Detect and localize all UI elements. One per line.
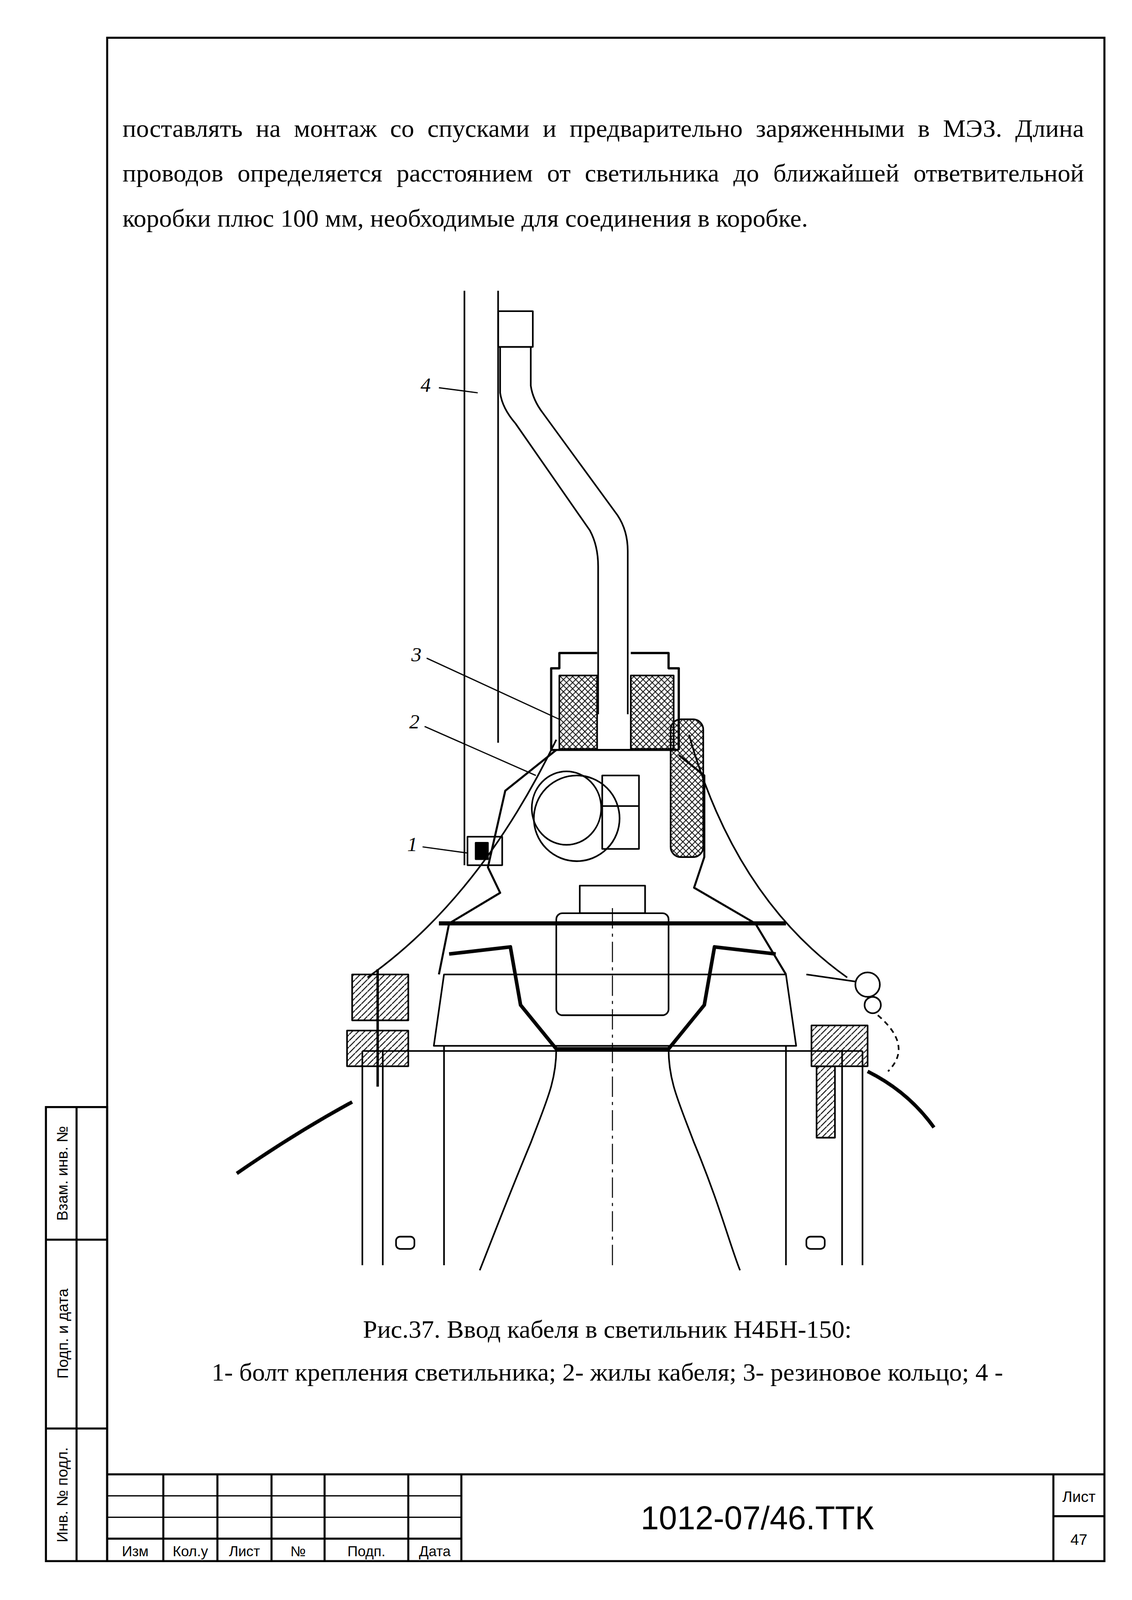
pin (806, 974, 856, 982)
terminal (602, 775, 640, 850)
glass-edge (381, 1051, 384, 1266)
title-block-line (270, 1475, 273, 1562)
title-block-line (323, 1475, 326, 1562)
canopy-outline (367, 740, 557, 978)
callout-number: 3 (406, 641, 427, 668)
stamp-divider (46, 1239, 108, 1242)
title-block-cell: № (271, 1540, 325, 1562)
gland-nut (551, 653, 679, 751)
chain-ring (864, 997, 882, 1014)
bulb (668, 1049, 741, 1271)
body-outline (438, 750, 557, 975)
center-line (611, 908, 613, 1271)
title-block-line (216, 1475, 219, 1562)
title-block-cell: Кол.у (163, 1540, 218, 1562)
stamp-label: Инв. № подл. (46, 1429, 76, 1562)
glass-edge (841, 1051, 844, 1266)
sheet-number: 47 (1053, 1518, 1105, 1562)
glass-edge (443, 1046, 445, 1266)
pole-edge (497, 291, 500, 744)
sheet-label: Лист (1053, 1476, 1105, 1517)
cable-sleeve (498, 311, 533, 347)
cable-edge (500, 347, 599, 715)
body-text: поставлять на монтаж со спусками и предв… (122, 106, 1084, 241)
stamp-column (46, 1107, 108, 1562)
leader-line (426, 658, 560, 720)
stamp-divider (75, 1107, 78, 1562)
clamp-bolt (376, 969, 379, 1087)
clamp (352, 974, 409, 1021)
pole-edge (463, 291, 466, 866)
document-code: 1012-07/46.ТТК (461, 1476, 1054, 1562)
figure-legend: 1- болт крепления светильника; 2- жилы к… (117, 1355, 1098, 1391)
callout-number: 1 (401, 830, 423, 858)
terminal (602, 805, 640, 808)
frame-border (107, 37, 1105, 1562)
leader-line (424, 726, 537, 776)
bolt (475, 843, 488, 860)
leader-line (422, 847, 468, 854)
guard-wire (867, 1071, 934, 1128)
chain-ring (855, 972, 881, 998)
screw (396, 1236, 415, 1250)
ring-flange (433, 974, 797, 1047)
title-block-line (1053, 1515, 1105, 1518)
leaders (422, 387, 560, 854)
title-block-cell: Изм (107, 1540, 164, 1562)
title-block-line (460, 1475, 463, 1562)
stamp-label: Подп. и дата (46, 1239, 76, 1429)
title-block-line (407, 1475, 410, 1562)
seal (670, 719, 704, 858)
cable-edge (530, 347, 628, 715)
clamp (811, 1025, 868, 1067)
callout-number: 2 (404, 708, 425, 736)
stamp-divider (46, 1428, 108, 1430)
title-block-line (162, 1475, 165, 1562)
title-block-cell: Лист (217, 1540, 272, 1562)
cable-core (532, 771, 602, 846)
glass-edge (785, 1046, 788, 1266)
sheet-frame (46, 37, 1105, 1562)
body-top (551, 749, 679, 752)
leader-line (438, 387, 478, 393)
glass-edge (861, 1051, 864, 1266)
glass-edge (361, 1051, 364, 1266)
stamp-label: Взам. инв. № (46, 1107, 76, 1241)
screw (806, 1236, 825, 1250)
chain (877, 1015, 899, 1072)
lamp-illustration (236, 291, 934, 1272)
title-block-cell: Подп. (324, 1540, 408, 1562)
guard-wire (236, 1102, 353, 1174)
figure-caption: Рис.37. Ввод кабеля в светильник Н4БН-15… (117, 1312, 1098, 1348)
bulb (479, 1049, 557, 1271)
clamp (816, 1066, 835, 1139)
rubber-ring (631, 675, 674, 750)
title-block-line (107, 1473, 1105, 1476)
title-block-line (1052, 1475, 1054, 1562)
callout-number: 4 (414, 371, 437, 398)
canopy-outline (688, 735, 848, 978)
title-block-cell: Дата (408, 1540, 462, 1562)
rubber-ring (559, 675, 598, 750)
